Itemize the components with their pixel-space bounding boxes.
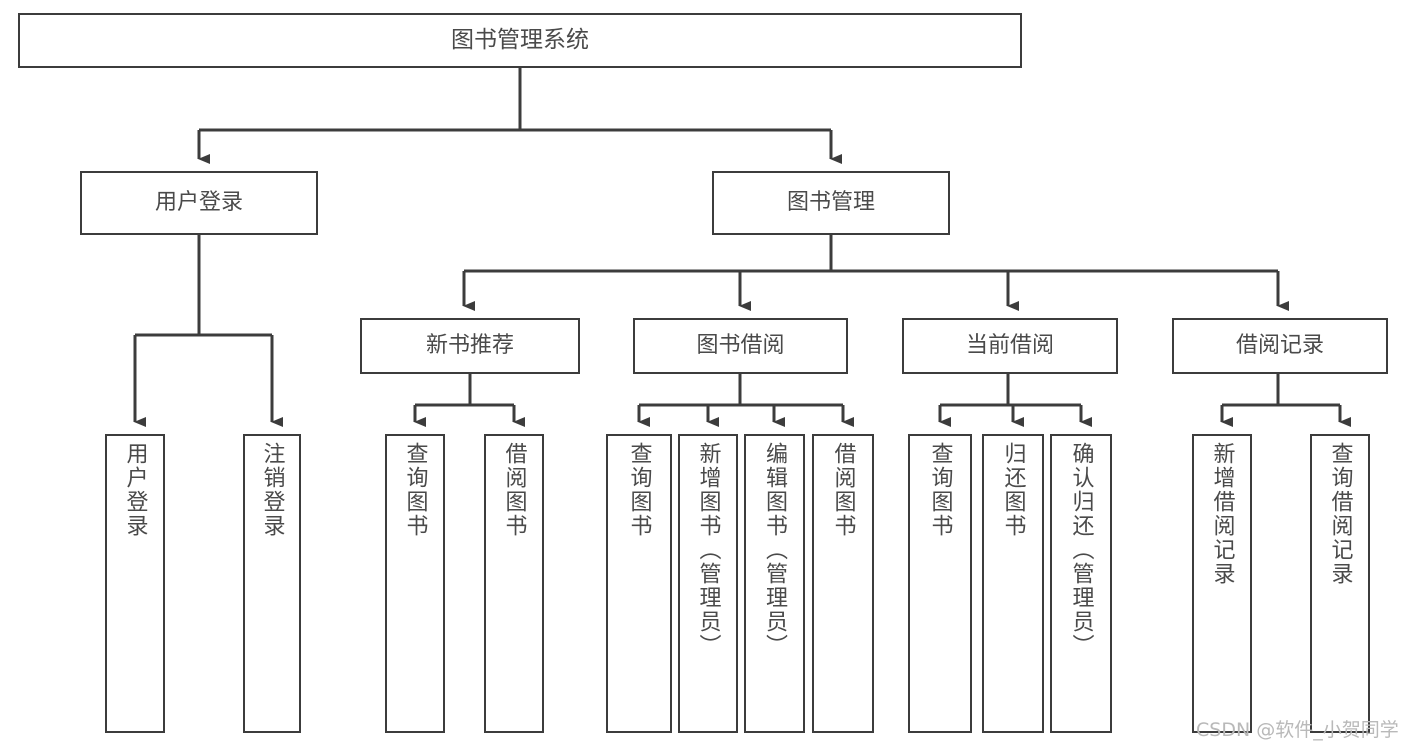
node-label: 编辑图书（管理员） [762, 442, 788, 658]
node-label: 注销登录 [259, 442, 285, 538]
node-label: 借阅图书 [501, 442, 527, 538]
node-user-login[interactable]: 用户登录 [80, 171, 318, 235]
leaf-query-borrow-record[interactable]: 查询借阅记录 [1310, 434, 1370, 733]
node-label: 图书管理 [786, 190, 875, 216]
leaf-borrow-book-recommend[interactable]: 借阅图书 [484, 434, 544, 733]
connector-lines [133, 68, 1351, 427]
leaf-query-book-current[interactable]: 查询图书 [908, 434, 972, 733]
node-label: 查询图书 [927, 442, 953, 538]
leaf-return-book[interactable]: 归还图书 [982, 434, 1044, 733]
leaf-confirm-return-admin[interactable]: 确认归还（管理员） [1050, 434, 1112, 733]
node-label: 借阅记录 [1235, 333, 1324, 359]
node-label: 用户登录 [154, 190, 243, 216]
node-new-book-recommend[interactable]: 新书推荐 [360, 318, 580, 374]
node-label: 新书推荐 [425, 333, 514, 359]
leaf-logout-login[interactable]: 注销登录 [243, 434, 301, 733]
node-label: 确认归还（管理员） [1068, 442, 1094, 658]
node-label: 用户登录 [122, 442, 148, 538]
leaf-user-login[interactable]: 用户登录 [105, 434, 165, 733]
node-label: 新增借阅记录 [1209, 442, 1235, 586]
leaf-query-book-borrow[interactable]: 查询图书 [606, 434, 672, 733]
node-label: 查询图书 [402, 442, 428, 538]
node-label: 归还图书 [1000, 442, 1026, 538]
node-label: 图书借阅 [696, 333, 785, 359]
leaf-add-book-admin[interactable]: 新增图书（管理员） [678, 434, 738, 733]
node-root-system[interactable]: 图书管理系统 [18, 13, 1022, 68]
leaf-borrow-book[interactable]: 借阅图书 [812, 434, 874, 733]
leaf-add-borrow-record[interactable]: 新增借阅记录 [1192, 434, 1252, 733]
node-current-borrow[interactable]: 当前借阅 [902, 318, 1118, 374]
node-label: 图书管理系统 [451, 27, 589, 54]
node-label: 新增图书（管理员） [695, 442, 721, 658]
node-borrow-record[interactable]: 借阅记录 [1172, 318, 1388, 374]
node-label: 借阅图书 [830, 442, 856, 538]
node-label: 查询借阅记录 [1327, 442, 1353, 586]
node-book-borrow[interactable]: 图书借阅 [633, 318, 848, 374]
node-label: 当前借阅 [965, 333, 1054, 359]
node-label: 查询图书 [626, 442, 652, 538]
leaf-query-book-recommend[interactable]: 查询图书 [385, 434, 445, 733]
leaf-edit-book-admin[interactable]: 编辑图书（管理员） [744, 434, 805, 733]
node-book-management[interactable]: 图书管理 [712, 171, 950, 235]
